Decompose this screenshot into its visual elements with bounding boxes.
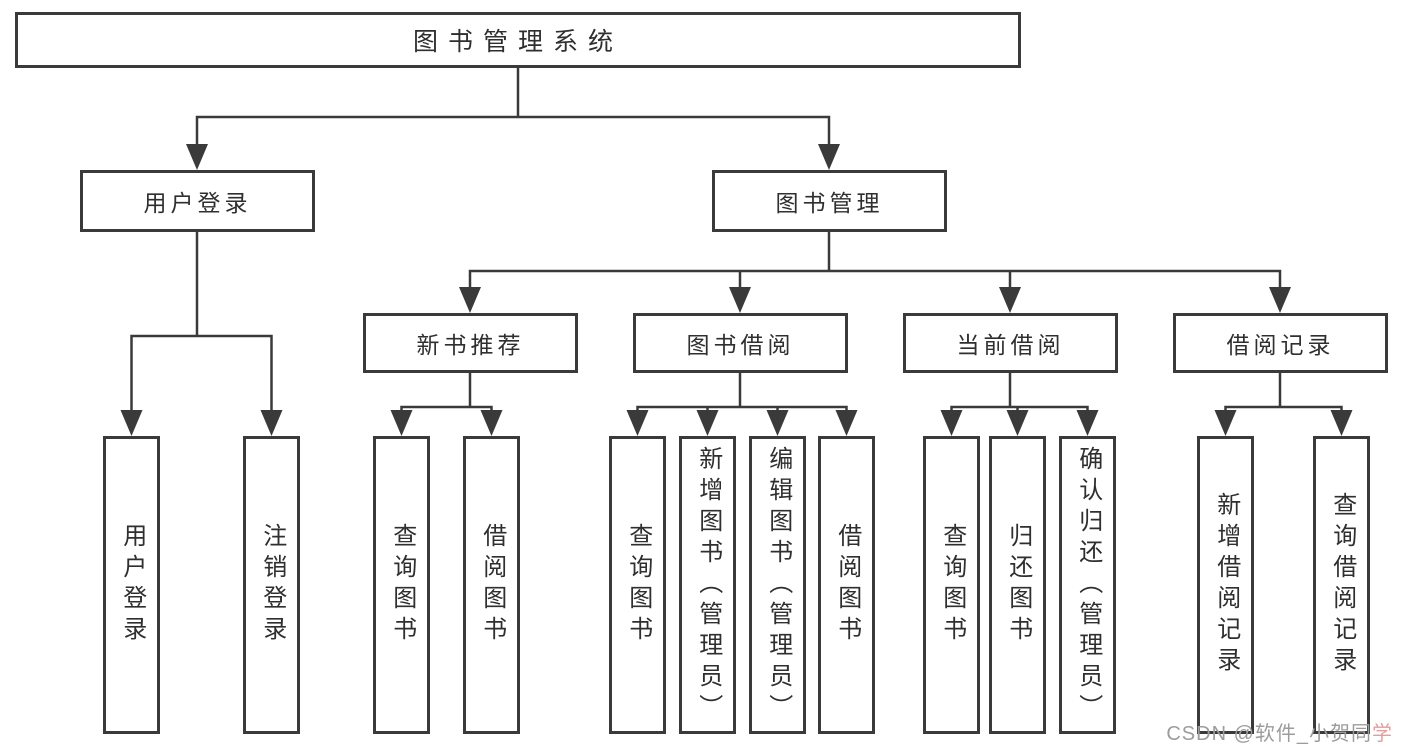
leaf-add-book-admin: 新增图书（管理员）: [679, 436, 736, 734]
arrowhead-icon: [120, 410, 143, 436]
arrowhead-icon: [390, 410, 413, 436]
node-user-login: 用户登录: [80, 170, 315, 232]
leaf-query-books-borrow: 查询图书: [609, 436, 666, 734]
arrowhead-icon: [1076, 410, 1099, 436]
arrowhead-icon: [459, 287, 481, 313]
leaf-query-borrow-record: 查询借阅记录: [1313, 436, 1370, 734]
node-label: 查询图书: [388, 523, 416, 647]
node-label: 编辑图书（管理员）: [764, 445, 792, 725]
node-label: 新增图书（管理员）: [694, 445, 722, 725]
node-label: 借阅图书: [478, 523, 506, 647]
node-current-borrow: 当前借阅: [903, 313, 1118, 373]
leaf-add-borrow-record: 新增借阅记录: [1197, 436, 1254, 734]
leaf-edit-book-admin: 编辑图书（管理员）: [749, 436, 806, 734]
node-label: 查询借阅记录: [1328, 492, 1356, 678]
arrowhead-icon: [1269, 287, 1291, 313]
arrowhead-icon: [696, 410, 719, 436]
arrowhead-icon: [1330, 410, 1353, 436]
arrowhead-icon: [766, 410, 789, 436]
csdn-watermark: CSDN @软件_小贺同学: [1166, 717, 1393, 746]
node-label: 图书管理: [775, 190, 884, 216]
node-label: 图书管理系统: [412, 28, 623, 56]
node-label: 当前借阅: [956, 332, 1065, 358]
node-label: 查询图书: [938, 523, 966, 647]
node-label: 注销登录: [258, 523, 286, 647]
node-borrow-records: 借阅记录: [1173, 313, 1388, 373]
arrowhead-icon: [626, 410, 649, 436]
arrowhead-icon: [1214, 410, 1237, 436]
node-label: 归还图书: [1004, 523, 1032, 647]
arrowhead-icon: [835, 410, 858, 436]
leaf-query-books-recommend: 查询图书: [373, 436, 430, 734]
arrowhead-icon: [260, 410, 283, 436]
node-label: 用户登录: [143, 190, 252, 216]
node-label: 查询图书: [624, 523, 652, 647]
node-label: 用户登录: [118, 523, 146, 647]
arrowhead-icon: [818, 144, 840, 170]
arrowhead-icon: [729, 287, 751, 313]
connector-path: [130, 66, 1343, 414]
watermark-text: CSDN @软件_小贺同: [1166, 723, 1372, 745]
leaf-user-login: 用户登录: [103, 436, 160, 734]
arrowhead-icon: [480, 410, 503, 436]
leaf-borrow-books: 借阅图书: [818, 436, 875, 734]
arrowhead-icon: [940, 410, 963, 436]
node-library-system: 图书管理系统: [15, 12, 1021, 68]
node-label: 新增借阅记录: [1212, 492, 1240, 678]
node-label: 借阅图书: [833, 523, 861, 647]
leaf-borrow-books-recommend: 借阅图书: [463, 436, 520, 734]
leaf-logout: 注销登录: [243, 436, 300, 734]
leaf-return-book: 归还图书: [989, 436, 1046, 734]
node-label: 图书借阅: [686, 332, 795, 358]
watermark-accent-text: 学: [1372, 723, 1393, 745]
node-new-book-recommend: 新书推荐: [363, 313, 578, 373]
arrowhead-icon: [186, 144, 208, 170]
leaf-query-books-current: 查询图书: [923, 436, 980, 734]
node-label: 新书推荐: [416, 332, 525, 358]
node-label: 确认归还（管理员）: [1074, 445, 1102, 725]
node-book-borrow: 图书借阅: [633, 313, 848, 373]
arrowhead-icon: [1006, 410, 1029, 436]
node-label: 借阅记录: [1226, 332, 1335, 358]
node-book-management: 图书管理: [712, 170, 947, 232]
leaf-confirm-return-admin: 确认归还（管理员）: [1059, 436, 1116, 734]
arrowhead-icon: [999, 287, 1021, 313]
